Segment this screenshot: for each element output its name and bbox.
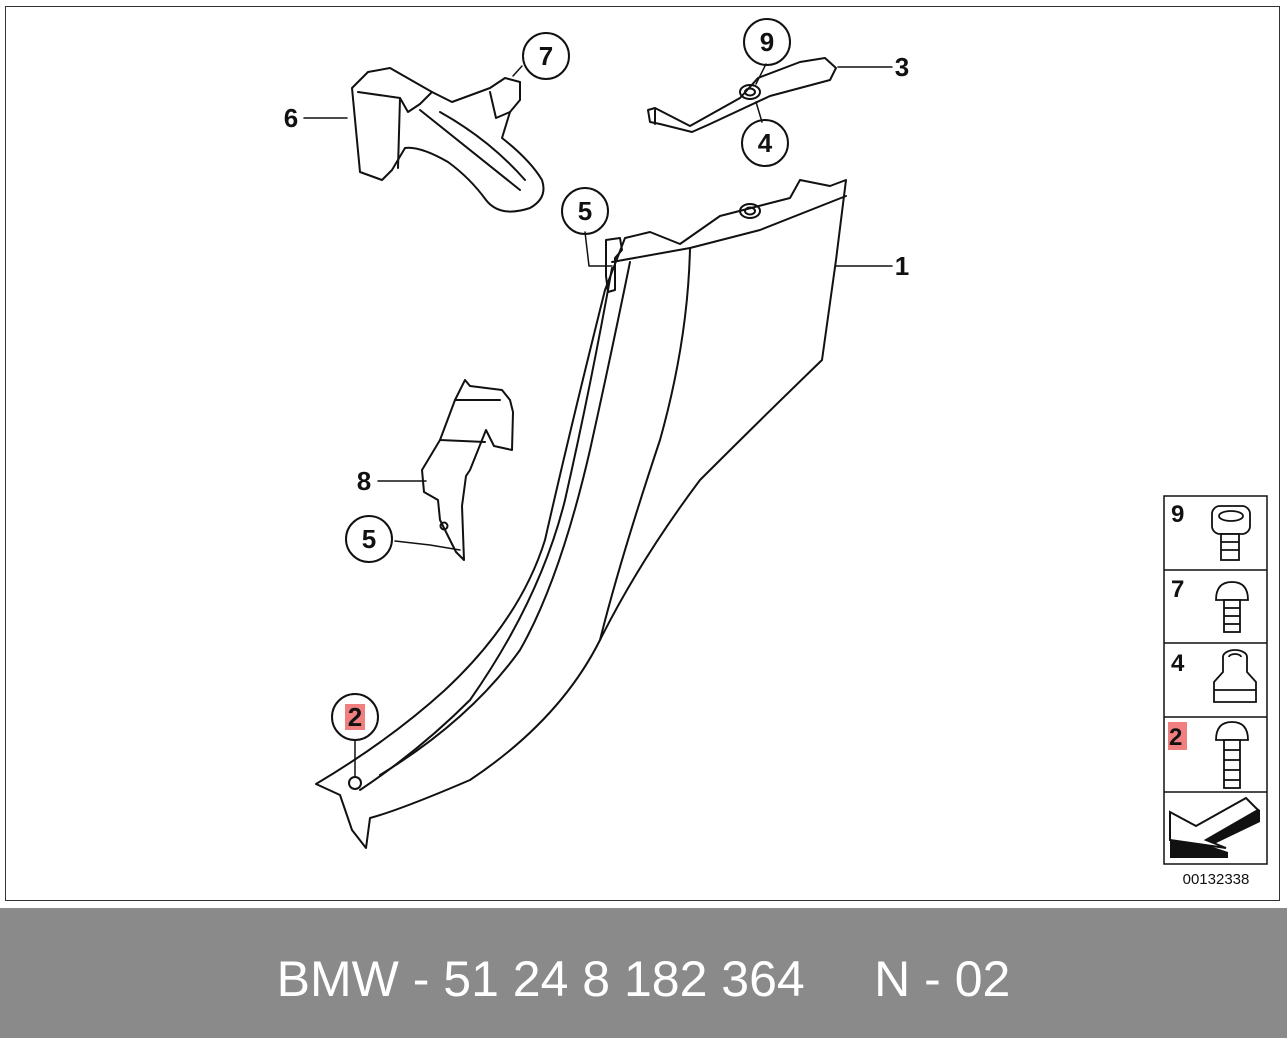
- arrow-symbol-icon: [1169, 796, 1260, 858]
- part-5-clip: [605, 237, 623, 293]
- part-number-title: BMW - 51 24 8 182 364 N - 02: [276, 951, 1011, 1007]
- long-screw-icon: [1215, 721, 1249, 789]
- collar-screw-icon: [1211, 505, 1251, 561]
- screw-icon: [1215, 581, 1249, 633]
- svg-text:7: 7: [1171, 576, 1184, 603]
- svg-text:9: 9: [1171, 501, 1184, 528]
- footer-bar: BMW - 51 24 8 182 364 N - 02: [0, 908, 1287, 1038]
- svg-text:2: 2: [1169, 724, 1182, 751]
- callout-8: 8: [357, 466, 371, 496]
- callout-5-lower: 5: [362, 524, 376, 554]
- part-6-trim-piece: [351, 67, 545, 213]
- diagram-frame: [5, 6, 1280, 901]
- legend-item-7: 7: [1171, 576, 1249, 633]
- legend-item-9: 9: [1171, 501, 1251, 561]
- parts-legend: 9 7 4: [1163, 495, 1268, 865]
- callout-2: 2: [348, 702, 362, 732]
- catalog-number: 00132338: [1183, 871, 1250, 888]
- legend-item-2: 2: [1168, 721, 1249, 789]
- leader-lines: [303, 63, 893, 778]
- callout-5-top: 5: [578, 196, 592, 226]
- callout-7: 7: [539, 41, 553, 71]
- callout-6: 6: [284, 103, 298, 133]
- expanding-nut-icon: [1213, 649, 1257, 703]
- callout-3: 3: [895, 52, 909, 82]
- part-3-bracket: [647, 57, 837, 133]
- legend-item-4: 4: [1171, 649, 1257, 703]
- part-1-pillar-trim: [315, 179, 847, 849]
- highlight-mark: [345, 704, 365, 730]
- svg-text:4: 4: [1171, 650, 1185, 677]
- callout-circles: [331, 18, 791, 741]
- callout-1: 1: [895, 251, 909, 281]
- callout-4: 4: [758, 128, 773, 158]
- callout-9: 9: [760, 27, 774, 57]
- part-8-bracket: [421, 379, 514, 561]
- parts-diagram: 7 9 4 5 5 2 6 3 1 8 9 7: [284, 18, 1268, 888]
